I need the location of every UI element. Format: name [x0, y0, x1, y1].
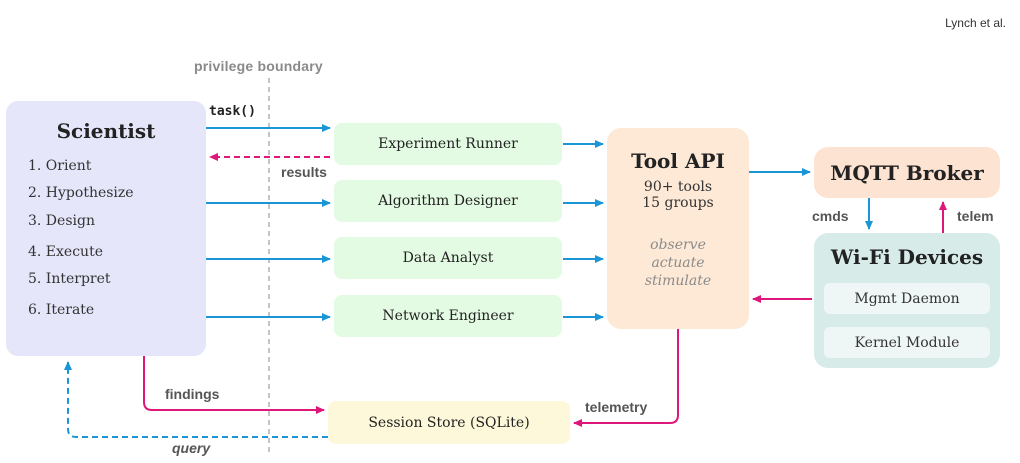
mode-actuate: actuate: [651, 255, 705, 271]
edge-label-findings: findings: [165, 386, 220, 402]
edge-label-query: query: [172, 440, 211, 456]
session-store-label: Session Store (SQLite): [368, 414, 530, 431]
step-hypothesize: 2. Hypothesize: [28, 185, 134, 201]
agent-label: Experiment Runner: [378, 136, 518, 152]
mqtt-broker-node: MQTT Broker: [814, 147, 1000, 198]
mgmt-daemon-module: Mgmt Daemon: [824, 283, 990, 314]
agent-algorithm-designer: Algorithm Designer: [334, 180, 562, 222]
tool-api-node: Tool API 90+ tools 15 groups observe act…: [607, 128, 749, 329]
module-label: Kernel Module: [854, 334, 960, 351]
module-label: Mgmt Daemon: [854, 290, 960, 307]
kernel-module: Kernel Module: [824, 327, 990, 358]
step-orient: 1. Orient: [28, 158, 92, 174]
scientist-node: Scientist 1. Orient 2. Hypothesize 3. De…: [6, 101, 206, 356]
scientist-title: Scientist: [56, 119, 156, 143]
step-design: 3. Design: [28, 213, 95, 229]
mode-stimulate: stimulate: [644, 273, 712, 289]
agent-label: Network Engineer: [382, 308, 514, 324]
agent-network-engineer: Network Engineer: [334, 295, 562, 337]
session-store-node: Session Store (SQLite): [328, 401, 570, 444]
wifi-devices-node: Wi-Fi Devices Mgmt Daemon Kernel Module: [814, 233, 1000, 368]
edge-label-telemetry: telemetry: [585, 399, 648, 415]
edge-label-results: results: [281, 164, 327, 180]
tool-count: 90+ tools: [643, 179, 713, 195]
step-iterate: 6. Iterate: [28, 302, 95, 318]
privilege-boundary-label: privilege boundary: [194, 58, 323, 74]
edge-label-task: task(): [209, 104, 256, 119]
agent-label: Algorithm Designer: [378, 193, 518, 209]
mode-observe: observe: [650, 237, 706, 253]
wifi-title: Wi-Fi Devices: [830, 245, 984, 269]
agent-label: Data Analyst: [402, 250, 494, 266]
arrow-findings: [143, 356, 325, 414]
step-interpret: 5. Interpret: [28, 271, 111, 287]
author-credit: Lynch et al.: [945, 16, 1006, 30]
agent-data-analyst: Data Analyst: [334, 237, 562, 279]
arrow-query: [64, 361, 328, 438]
edge-label-cmds: cmds: [812, 208, 849, 224]
tool-api-title: Tool API: [631, 149, 725, 173]
step-execute: 4. Execute: [28, 244, 103, 260]
agent-experiment-runner: Experiment Runner: [334, 123, 562, 165]
tool-groups: 15 groups: [642, 195, 714, 211]
arrow-telemetry: [573, 329, 679, 427]
edge-label-telem: telem: [957, 208, 994, 224]
mqtt-title: MQTT Broker: [830, 160, 984, 185]
